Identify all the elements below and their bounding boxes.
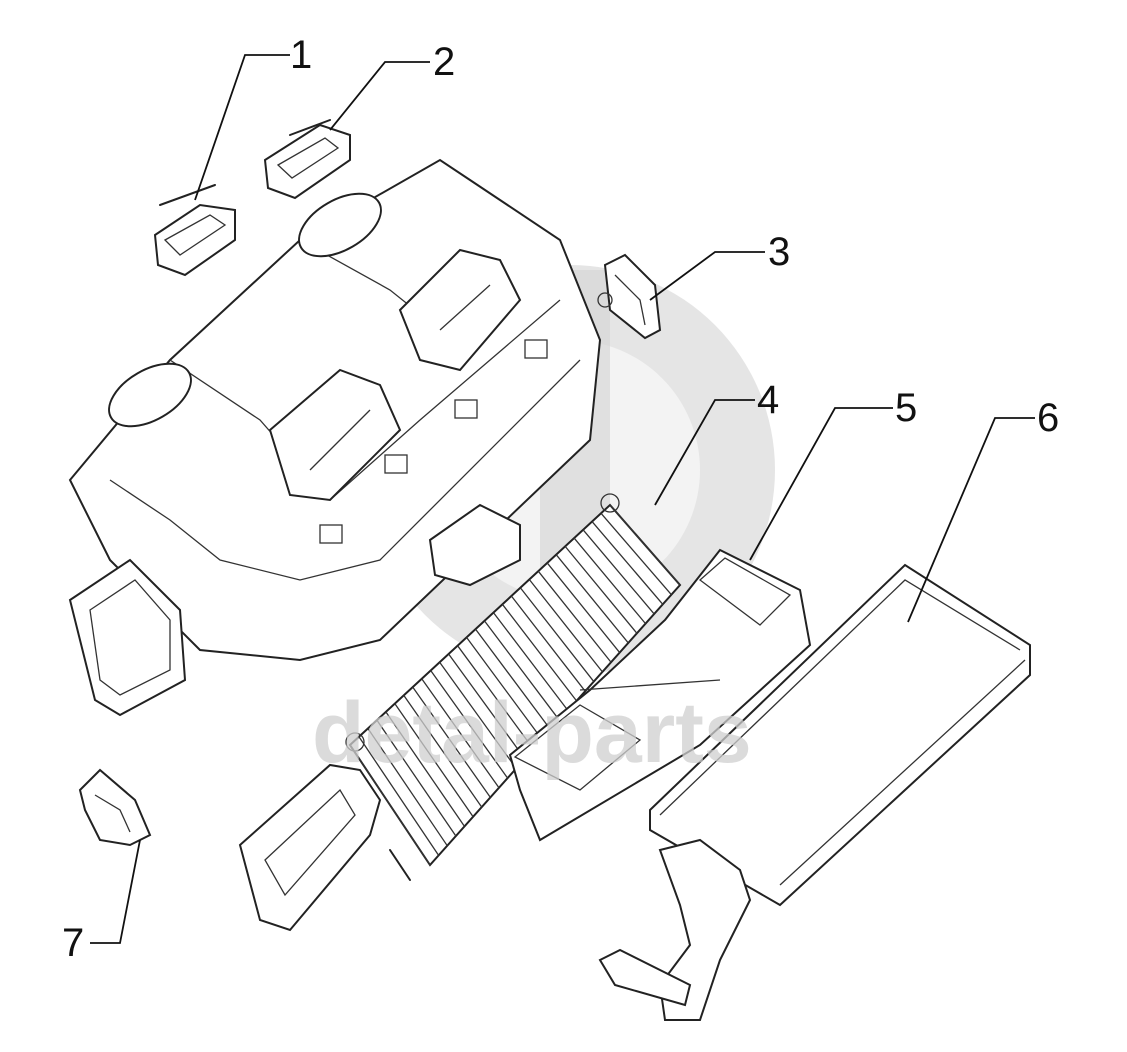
leader-3 bbox=[649, 251, 765, 301]
evaporator-fin bbox=[457, 645, 534, 750]
evaporator-fin bbox=[358, 736, 440, 856]
leader-7 bbox=[90, 839, 141, 944]
evaporator-fin bbox=[528, 579, 603, 673]
watermark-text: detal-parts bbox=[312, 685, 752, 781]
evaporator-fin bbox=[609, 504, 681, 586]
evaporator-core-part-4 bbox=[238, 493, 682, 932]
leader-1 bbox=[194, 54, 290, 201]
evaporator-fin bbox=[546, 562, 621, 653]
evaporator-fin bbox=[492, 612, 569, 711]
evaporator-fin bbox=[537, 570, 612, 663]
evaporator-fin bbox=[564, 545, 638, 634]
callout-1: 1 bbox=[290, 33, 312, 77]
evaporator-fin bbox=[555, 554, 629, 644]
callout-2: 2 bbox=[433, 40, 455, 84]
evaporator-fin bbox=[573, 537, 647, 625]
actuator-part-7 bbox=[78, 768, 152, 847]
heater-core-part-6 bbox=[598, 563, 1031, 1021]
evaporator-fin bbox=[430, 670, 509, 779]
actuator-part-3 bbox=[597, 253, 662, 340]
evaporator-fin bbox=[385, 711, 466, 827]
evaporator-fin bbox=[510, 595, 586, 692]
evaporator-fin bbox=[591, 521, 664, 605]
evaporator-fin bbox=[474, 628, 552, 731]
callout-labels: 1 2 3 4 5 6 7 bbox=[62, 33, 1059, 965]
evaporator-fin bbox=[412, 686, 491, 798]
evaporator-fin bbox=[403, 694, 483, 808]
hvac-housing bbox=[68, 158, 602, 717]
callout-3: 3 bbox=[768, 230, 790, 274]
evaporator-fin bbox=[349, 744, 431, 866]
evaporator-fin bbox=[582, 529, 655, 615]
evaporator-fin bbox=[448, 653, 526, 760]
evaporator-fin bbox=[466, 637, 543, 740]
evaporator-fin bbox=[394, 703, 474, 818]
evaporator-fin bbox=[367, 728, 448, 847]
evaporator-fin bbox=[439, 661, 517, 769]
leader-5 bbox=[749, 407, 893, 561]
callout-4: 4 bbox=[757, 378, 779, 422]
evaporator-fin bbox=[600, 512, 672, 596]
callout-7: 7 bbox=[62, 921, 84, 965]
evaporator-fin bbox=[376, 719, 457, 837]
leader-4 bbox=[654, 399, 755, 506]
leader-6 bbox=[907, 417, 1035, 623]
evaporator-fin bbox=[421, 678, 500, 789]
evaporator-fin bbox=[519, 587, 595, 682]
actuator-part-2 bbox=[263, 119, 351, 200]
filter-housing-part-5 bbox=[508, 548, 812, 842]
leader-lines bbox=[90, 54, 1035, 944]
callout-5: 5 bbox=[895, 386, 917, 430]
evaporator-fin bbox=[483, 620, 560, 721]
evaporator-fin bbox=[501, 603, 578, 702]
callout-6: 6 bbox=[1037, 396, 1059, 440]
leader-2 bbox=[329, 61, 430, 131]
actuator-part-1 bbox=[153, 184, 236, 277]
